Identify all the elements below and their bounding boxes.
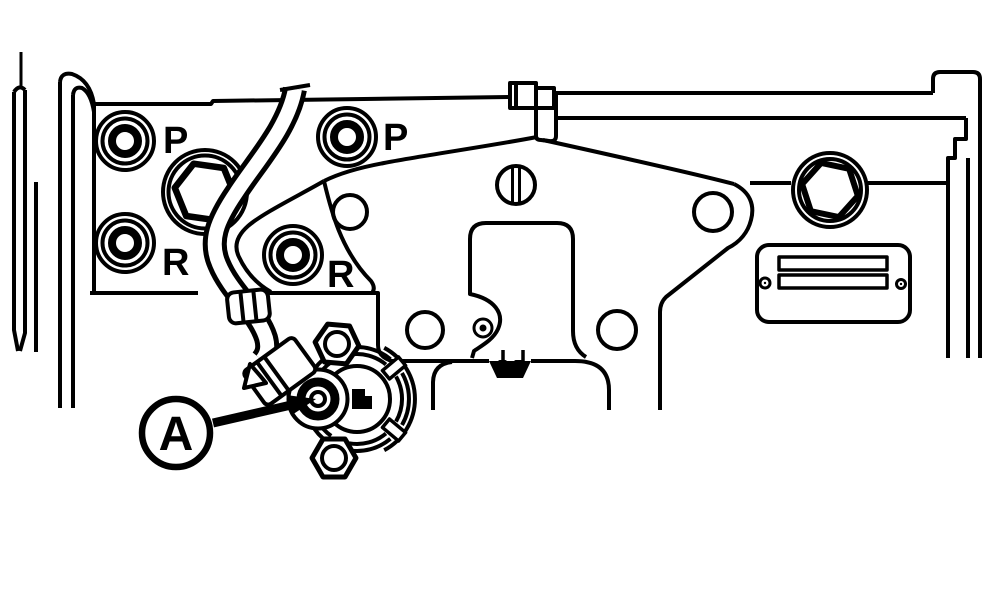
label-p-left: P <box>163 120 188 162</box>
port-ring-outer <box>94 110 156 172</box>
sensor-ring-inner <box>348 431 388 446</box>
rail-right-cap <box>931 70 982 358</box>
sensor-ring <box>400 372 411 426</box>
label-p-right: P <box>383 117 408 159</box>
callout-letter: A <box>159 408 194 461</box>
connector-wedge <box>242 362 268 390</box>
port-p-right <box>316 106 378 168</box>
port-ring-outer <box>94 212 156 274</box>
hose-core <box>207 87 302 365</box>
rod-right-edge <box>18 90 27 352</box>
top-rail <box>508 70 982 358</box>
screw-slot <box>511 168 521 202</box>
port-ring-bore <box>108 226 142 260</box>
port-ring-outer <box>262 224 324 286</box>
cutout-left-edge <box>468 221 502 359</box>
bolt-hole-lobe <box>692 191 734 233</box>
plate-screw-right <box>895 278 907 290</box>
plate-screw-left-dot <box>763 281 767 285</box>
plug-ring-inner <box>797 157 863 223</box>
plate-slot-top <box>777 255 889 272</box>
bell-tab <box>489 361 531 378</box>
hose-top-cap <box>279 83 311 92</box>
sensor-connector <box>242 336 318 407</box>
rivet-outer <box>472 317 494 339</box>
port-ring-bore <box>330 120 364 154</box>
port-ring-mid <box>100 116 150 166</box>
rail-nut <box>508 81 538 110</box>
rivet-inner <box>479 324 487 332</box>
id-plate <box>755 243 912 324</box>
connector-body <box>242 336 318 407</box>
bolt-hole-mid-left <box>405 310 445 350</box>
rail-right-step <box>946 118 968 183</box>
label-r-right: R <box>327 254 354 296</box>
plug-ring-outer <box>791 151 869 229</box>
clamp-lines <box>238 290 259 323</box>
bolt-hole-mid-right <box>596 309 638 351</box>
sensor-ring-inner <box>394 375 404 423</box>
mount-bracket <box>234 135 755 410</box>
case-left-edge <box>58 71 96 408</box>
sensor-bolt-top-ring <box>323 330 351 358</box>
bell-housing <box>392 350 611 410</box>
bell-tab-slit-a <box>498 360 507 373</box>
sensor-clip-bottom <box>380 417 408 443</box>
wing-right-edge <box>322 180 376 295</box>
bell-tab-ticks <box>501 350 525 361</box>
clamp-body <box>225 287 272 326</box>
plate-screw-right-dot <box>899 282 903 286</box>
hose <box>202 83 311 368</box>
port-ring-mid <box>100 218 150 268</box>
rail-nut-small <box>534 86 556 110</box>
callout-balloon <box>138 395 214 471</box>
rod-cap <box>12 85 27 94</box>
port-r-right <box>262 224 324 286</box>
case-cutout <box>468 221 588 359</box>
bell-right-shoulder <box>574 359 611 410</box>
corner-arc-inner <box>71 85 96 113</box>
bracket-lobe-edge <box>658 182 755 410</box>
connector-clamp-lines <box>255 355 291 398</box>
plate-screw-left <box>758 276 772 290</box>
port-p-left <box>94 110 156 172</box>
port-ring-outer <box>316 106 378 168</box>
hose-clamp <box>225 287 272 326</box>
hex-plug-right <box>791 151 869 229</box>
port-ring-mid <box>268 230 318 280</box>
bell-tab-slit-b <box>514 360 523 373</box>
sensor-clip-top <box>380 355 408 381</box>
label-r-left: R <box>162 242 189 284</box>
port-ring-bore <box>108 124 142 158</box>
bell-left-shoulder <box>431 360 453 410</box>
bracket-top-left-edge <box>323 135 538 183</box>
rod-left-edge <box>12 92 20 352</box>
sensor-bolt-bottom-ring <box>320 444 348 472</box>
corner-arc-outer <box>58 71 96 105</box>
bracket-top-right-edge <box>542 138 735 186</box>
port-ring-bore <box>276 238 310 272</box>
plate-outline <box>755 243 912 324</box>
slotted-screw <box>495 164 537 206</box>
port-ring-mid <box>322 112 372 162</box>
bolt-hole-wing <box>331 193 369 231</box>
callout-arrow-head <box>286 395 316 416</box>
cutout-right-edge <box>486 221 588 359</box>
screw-head <box>495 164 537 206</box>
dipstick-tube <box>12 52 27 352</box>
plate-slot-bottom <box>777 273 889 290</box>
sensor-plug-key <box>352 389 372 409</box>
wing-left-edge <box>234 179 325 294</box>
plug-hex <box>799 159 861 221</box>
sensor-assembly <box>242 321 417 480</box>
callout-arrow-shaft <box>211 401 291 428</box>
callout-a: A <box>138 395 316 471</box>
port-r-left <box>94 212 156 274</box>
panel-top-edge <box>94 95 511 106</box>
